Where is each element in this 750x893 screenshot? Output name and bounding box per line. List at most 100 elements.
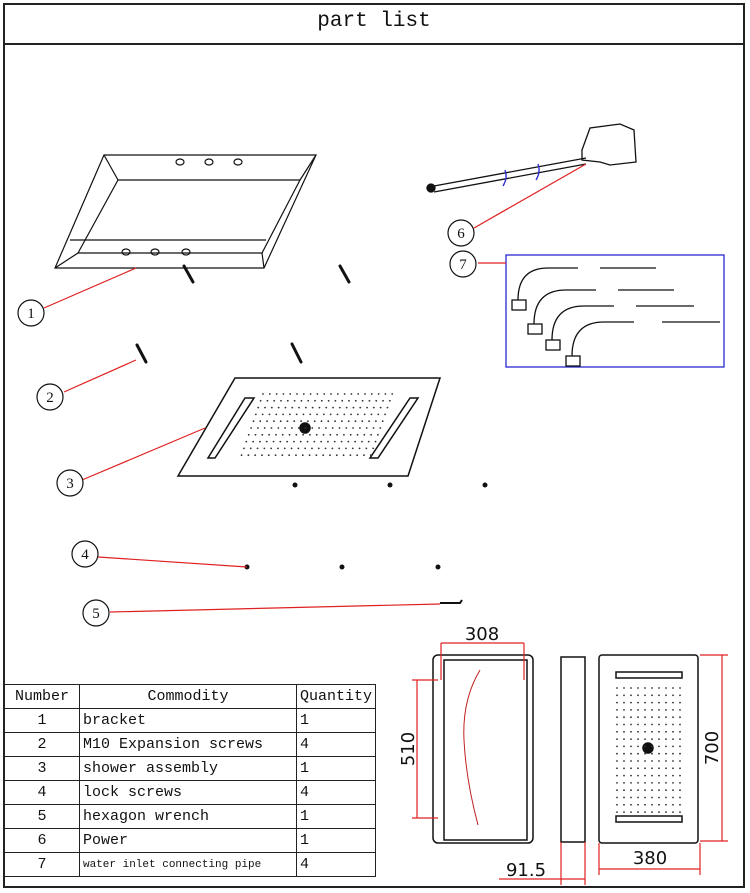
nozzle-dot <box>250 427 253 429</box>
nozzle-dot <box>672 752 674 755</box>
callout-1: 1 <box>27 306 35 322</box>
nozzle-dot <box>340 420 343 423</box>
nozzle-dot <box>374 420 377 423</box>
nozzle-dot <box>658 752 660 755</box>
nozzle-dot <box>356 413 359 416</box>
nozzle-dot <box>363 433 366 436</box>
nozzle-dot <box>295 413 298 416</box>
nozzle-dot <box>637 730 639 733</box>
nozzle-dot <box>341 399 344 402</box>
nozzle-dot <box>368 420 370 423</box>
nozzle-dot <box>644 796 646 799</box>
nozzle-dot <box>329 413 332 416</box>
nozzle-dot <box>282 413 284 416</box>
nozzle-dot <box>623 803 625 806</box>
nozzle-dot <box>672 803 674 806</box>
nozzle-dot <box>672 796 674 799</box>
nozzle-dot <box>630 789 632 792</box>
nozzle-dot <box>672 687 674 689</box>
nozzle-dot <box>359 427 361 429</box>
nozzle-dot <box>325 406 328 409</box>
nozzle-dot <box>307 399 310 402</box>
nozzle-dot <box>315 454 318 457</box>
row-number: 2 <box>4 732 80 757</box>
nozzle-dot <box>272 420 275 423</box>
nozzle-dot <box>637 811 639 813</box>
nozzle-dot <box>279 440 282 443</box>
nozzle-dot <box>358 447 361 450</box>
row-commodity: hexagon wrench <box>79 804 297 829</box>
nozzle-dot <box>391 393 394 395</box>
nozzle-dot <box>651 789 653 792</box>
nozzle-dot <box>637 752 639 755</box>
nozzle-dot <box>268 433 271 436</box>
nozzle-dot <box>347 420 350 423</box>
nozzle-dot <box>338 406 341 409</box>
nozzle-dot <box>644 745 646 748</box>
power-unit-drawing <box>426 123 637 193</box>
nozzle-dot <box>637 796 639 799</box>
nozzle-dot <box>658 782 660 784</box>
nozzle-dot <box>284 427 286 429</box>
nozzle-dot <box>658 796 660 799</box>
nozzle-dot <box>297 447 300 450</box>
nozzle-dot <box>324 447 327 450</box>
nozzle-dot <box>363 413 366 416</box>
nozzle-dot <box>327 399 330 402</box>
nozzle-dot <box>372 427 375 429</box>
nozzle-dot <box>270 427 273 429</box>
nozzle-dot <box>665 760 667 762</box>
nozzle-dot <box>270 406 273 409</box>
nozzle-dot <box>379 406 382 409</box>
nozzle-dot <box>658 730 660 733</box>
nozzle-dot <box>665 694 667 697</box>
nozzle-dot <box>335 454 338 457</box>
nozzle-dot <box>630 774 632 777</box>
nozzle-dot <box>637 701 639 704</box>
nozzle-dot <box>658 774 660 777</box>
nozzle-dot <box>375 399 378 402</box>
nozzle-dot <box>381 420 384 423</box>
nozzle-dot <box>304 406 307 409</box>
nozzle-dot <box>637 738 639 740</box>
nozzle-dot <box>658 723 660 726</box>
nozzle-dot <box>296 393 298 395</box>
nozzle-dot <box>623 752 625 755</box>
nozzle-dot <box>637 803 639 806</box>
nozzle-dot <box>345 427 348 429</box>
nozzle-dot <box>644 738 646 740</box>
nozzle-dot <box>616 716 618 719</box>
nozzle-dot <box>623 738 625 740</box>
nozzle-dot <box>343 413 346 416</box>
nozzle-dot <box>644 767 646 770</box>
bracket-drawing <box>54 154 317 269</box>
nozzle-dot <box>336 433 339 436</box>
nozzle-dot <box>679 782 681 784</box>
nozzle-dot <box>298 406 300 409</box>
nozzle-dot <box>356 433 359 436</box>
dim-bracket-width: 308 <box>465 624 499 645</box>
nozzle-dot <box>679 701 681 704</box>
row-number: 5 <box>4 804 80 829</box>
nozzle-dot <box>243 447 245 450</box>
bracket-front-view <box>432 654 534 844</box>
nozzle-dot <box>679 789 681 792</box>
nozzle-dot <box>320 399 323 402</box>
nozzle-dot <box>334 399 337 402</box>
nozzle-dot <box>623 796 625 799</box>
nozzle-dot <box>679 738 681 740</box>
nozzle-dot <box>382 399 384 402</box>
nozzle-dot <box>350 413 352 416</box>
nozzle-dot <box>651 767 653 770</box>
nozzle-dot <box>268 413 271 416</box>
nozzle-dot <box>386 406 389 409</box>
nozzle-dot <box>282 393 285 395</box>
nozzle-dot <box>679 803 681 806</box>
nozzle-dot <box>277 427 280 429</box>
nozzle-dot <box>320 420 323 423</box>
nozzle-dot <box>288 413 291 416</box>
nozzle-dot <box>261 433 264 436</box>
nozzle-dot <box>630 803 632 806</box>
nozzle-dot <box>290 447 293 450</box>
